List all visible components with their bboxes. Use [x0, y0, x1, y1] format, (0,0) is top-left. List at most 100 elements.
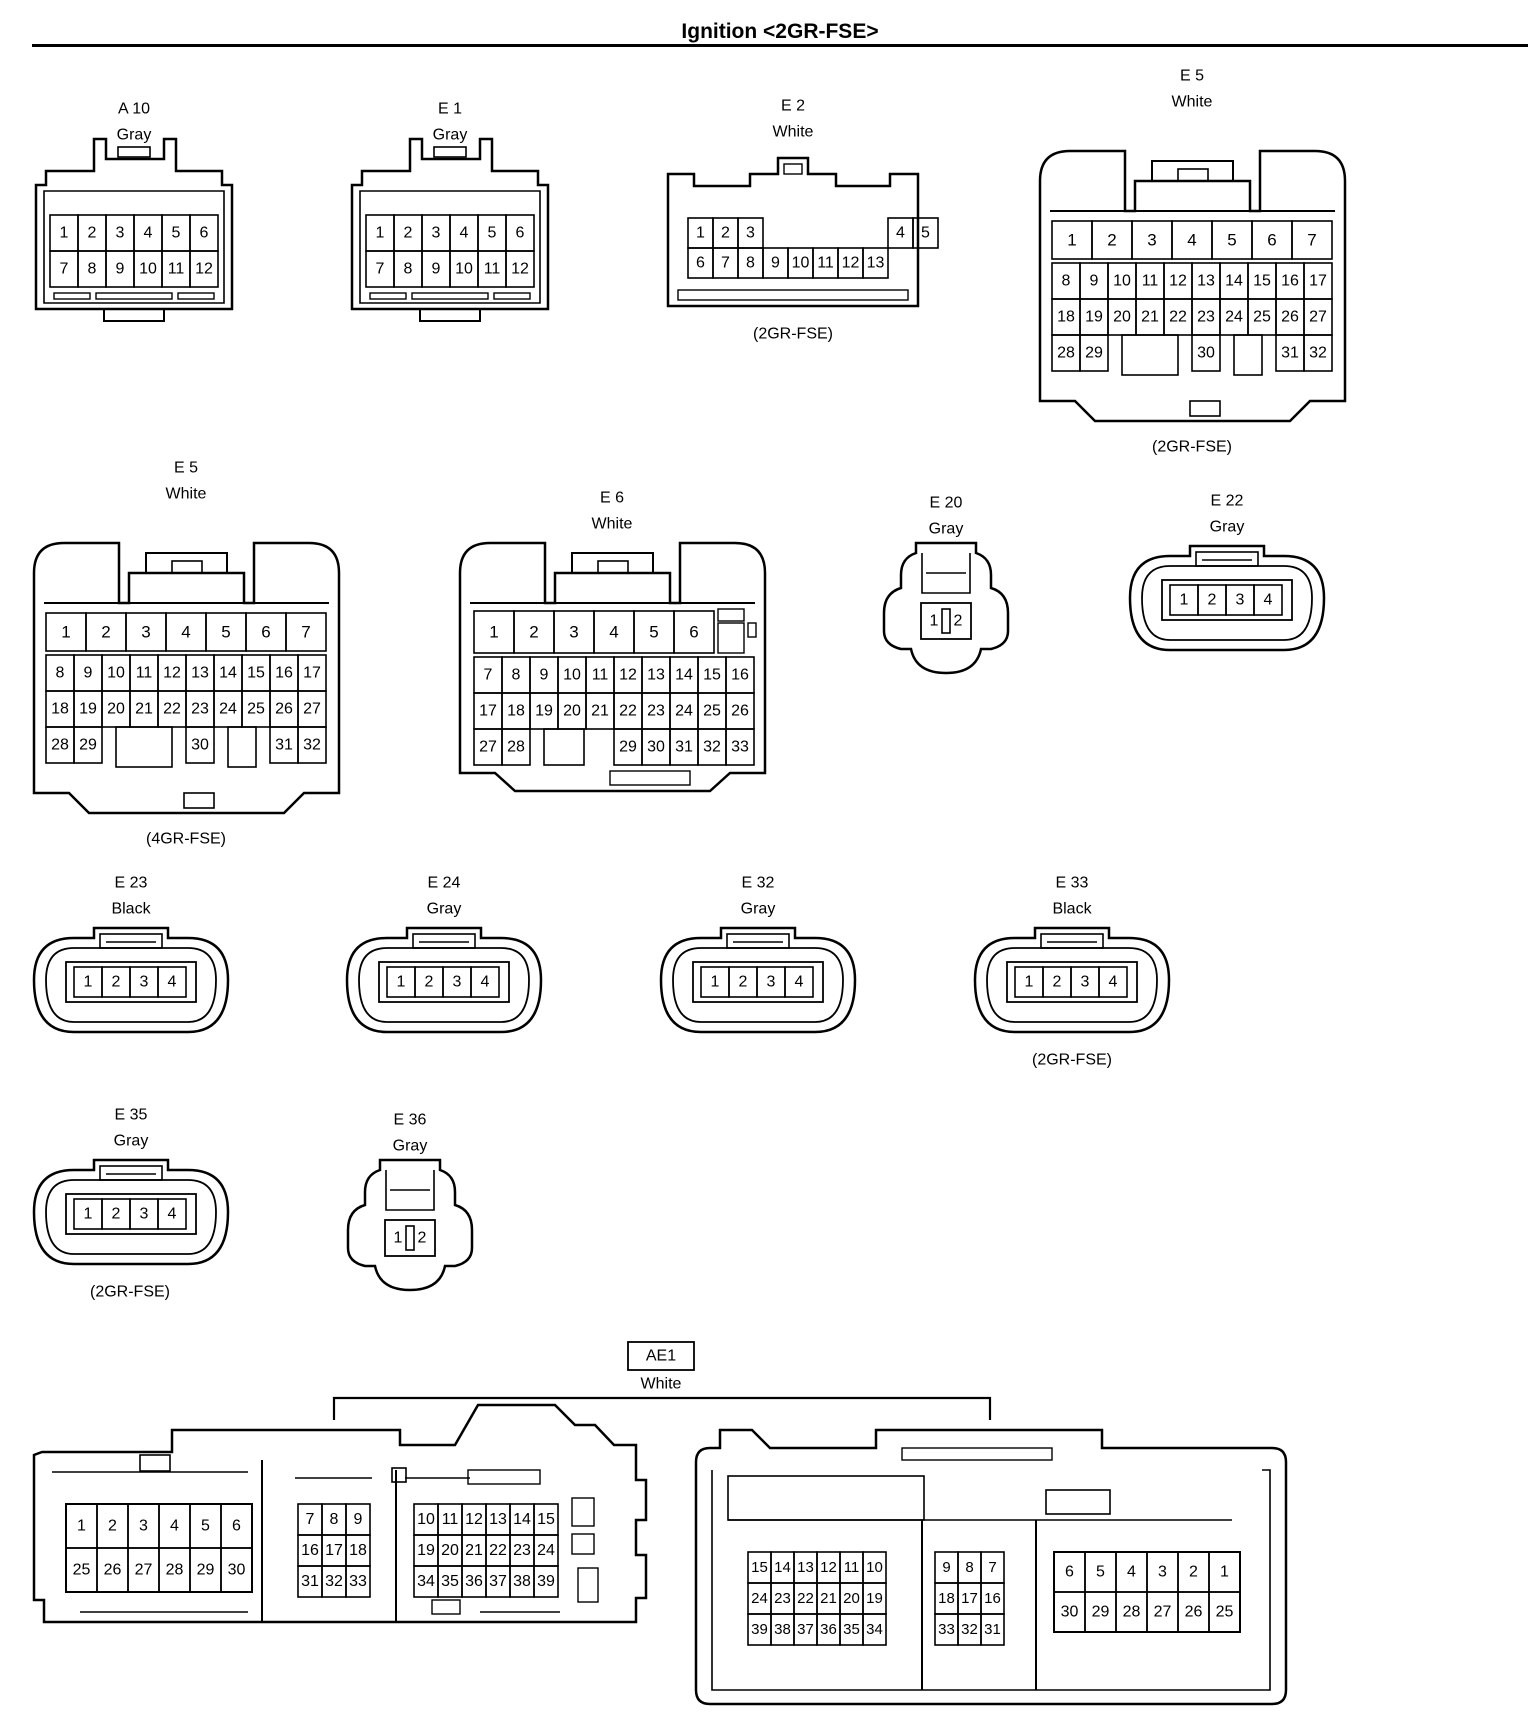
pin-number: 21: [820, 1590, 837, 1607]
pin: 11: [477, 250, 507, 288]
pin: 27: [473, 728, 503, 766]
pin: 28: [1051, 334, 1081, 372]
pin: 11: [437, 1503, 463, 1536]
pin-number: 5: [172, 225, 181, 242]
pin: 1: [386, 966, 416, 998]
pin-number: 6: [232, 1518, 241, 1535]
pin-number: 38: [774, 1621, 791, 1638]
pin: 3: [442, 966, 472, 998]
pin-number: 5: [221, 623, 230, 642]
connector-id: E 23: [115, 875, 148, 892]
pin: 11: [839, 1551, 864, 1584]
pin: 28: [158, 1547, 191, 1593]
pin-number: 22: [1169, 309, 1187, 326]
pin-number: 30: [191, 737, 209, 754]
pin-number: 26: [731, 703, 749, 720]
pin: 25: [1247, 298, 1277, 336]
pin: 2: [85, 612, 127, 652]
pin-number: 3: [1081, 974, 1090, 991]
pin-number: 8: [330, 1511, 339, 1528]
pin-number: 11: [442, 1511, 459, 1528]
pin-number: 29: [197, 1562, 215, 1579]
connector-id: E 36: [394, 1112, 427, 1129]
connector-color: Black: [1052, 901, 1092, 918]
pin: 39: [747, 1613, 772, 1646]
pin-number: 8: [512, 667, 521, 684]
pin-number: 19: [535, 703, 553, 720]
pin: 4: [784, 966, 814, 998]
pin: 9: [421, 250, 451, 288]
pin-number: 32: [961, 1621, 978, 1638]
pin-number: 4: [460, 225, 469, 242]
pin: 31: [297, 1565, 323, 1598]
pin-number: 2: [108, 1518, 117, 1535]
pin-number: 4: [144, 225, 153, 242]
pin-number: 14: [219, 665, 237, 682]
pin: 3: [1225, 584, 1255, 616]
pin-number: 9: [84, 665, 93, 682]
pin-number: 3: [140, 974, 149, 991]
pin: 16: [269, 654, 299, 692]
pin: 9: [73, 654, 103, 692]
pin-number: 6: [1267, 231, 1276, 250]
pin-number: 1: [1025, 974, 1034, 991]
pin: 20: [839, 1582, 864, 1615]
pin: 30: [220, 1547, 253, 1593]
pin-number: 24: [751, 1590, 768, 1607]
pin: 29: [73, 726, 103, 764]
pin-number: 1: [696, 225, 705, 242]
pin: 17: [297, 654, 327, 692]
pin-number: 8: [746, 255, 755, 272]
pin: 14: [770, 1551, 795, 1584]
pin: 20: [437, 1534, 463, 1567]
pin-number: 25: [1253, 309, 1271, 326]
pin-number: 20: [843, 1590, 860, 1607]
pin: 34: [862, 1613, 887, 1646]
connector-id: E 20: [930, 495, 963, 512]
pin: 5: [1211, 220, 1253, 260]
connector-color: White: [166, 486, 207, 503]
pin: 5: [189, 1503, 222, 1549]
pin: 1: [1014, 966, 1044, 998]
pin-number: 31: [301, 1573, 319, 1590]
pin: 3: [125, 612, 167, 652]
pin-number: 7: [484, 667, 493, 684]
pin: 1: [1051, 220, 1093, 260]
pin: 14: [509, 1503, 535, 1536]
connector-note: (2GR-FSE): [1152, 439, 1232, 456]
connector-color: White: [773, 124, 814, 141]
pin-number: 18: [938, 1590, 955, 1607]
pin: 25: [241, 690, 271, 728]
pin-number: 11: [844, 1559, 860, 1576]
pin-number: 26: [104, 1562, 122, 1579]
pin-number: 23: [191, 701, 209, 718]
pin: 3: [105, 214, 135, 252]
pin: 24: [1219, 298, 1249, 336]
connector-color: Gray: [427, 901, 462, 918]
pin: 7: [365, 250, 395, 288]
pin-number: 10: [455, 261, 473, 278]
pin-number: 25: [703, 703, 721, 720]
pin-number: 28: [1123, 1604, 1141, 1621]
pin: 11: [585, 656, 615, 694]
pin: 3: [421, 214, 451, 252]
pin: 12: [189, 250, 219, 288]
pin-number: 37: [489, 1573, 507, 1590]
pin: 4: [157, 1198, 187, 1230]
pin-number: 22: [489, 1542, 507, 1559]
pin-number: 30: [1061, 1604, 1079, 1621]
pin-number: 4: [1109, 974, 1118, 991]
pin: 9: [345, 1503, 371, 1536]
pin: 28: [1115, 1591, 1148, 1633]
pin: 14: [213, 654, 243, 692]
pin-number: 24: [675, 703, 693, 720]
pin: 6: [1251, 220, 1293, 260]
pin: 24: [669, 692, 699, 730]
connector-note: (4GR-FSE): [146, 831, 226, 848]
pin: 29: [1084, 1591, 1117, 1633]
pin: 31: [980, 1613, 1005, 1646]
pin-number: 12: [163, 665, 181, 682]
